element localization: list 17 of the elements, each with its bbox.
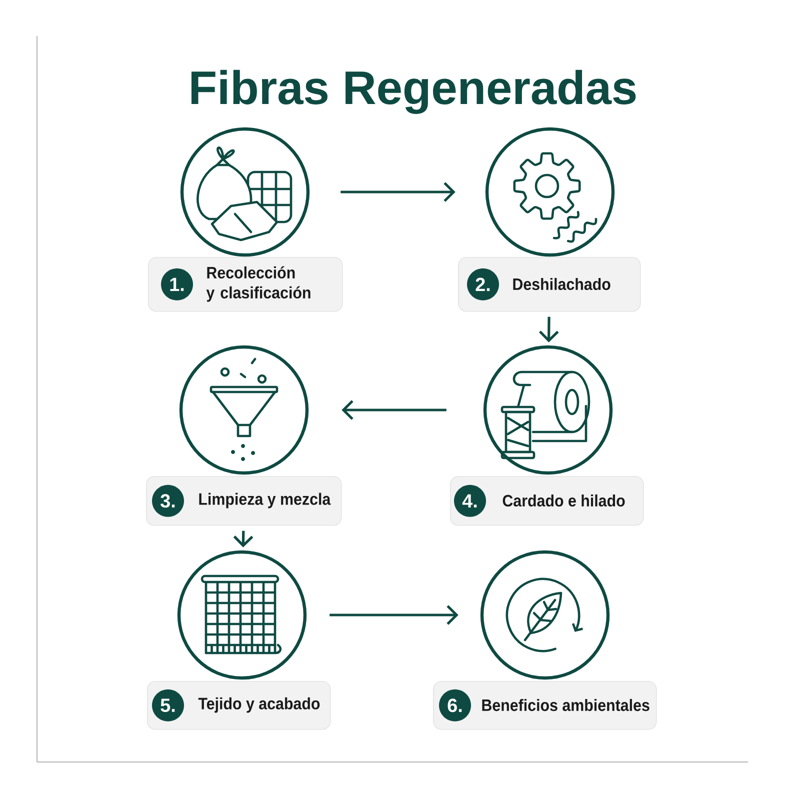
step-circle <box>179 345 309 475</box>
number-badge: 1. <box>161 268 193 300</box>
number-badge: 4. <box>454 484 486 517</box>
number-badge: 5. <box>152 689 184 722</box>
number-badge: 2. <box>467 268 499 300</box>
arrow <box>340 182 456 202</box>
arrow <box>330 605 458 625</box>
step-circle <box>177 550 307 680</box>
step-circle <box>480 550 610 680</box>
number-badge: 6. <box>439 689 471 722</box>
number-badge: 3. <box>152 484 184 517</box>
arrow <box>342 400 446 420</box>
step-circle <box>483 345 613 475</box>
step-circle <box>180 127 310 257</box>
title: Fibras Regeneradas <box>192 70 636 114</box>
arrow <box>538 316 559 342</box>
step-circle <box>485 127 615 257</box>
